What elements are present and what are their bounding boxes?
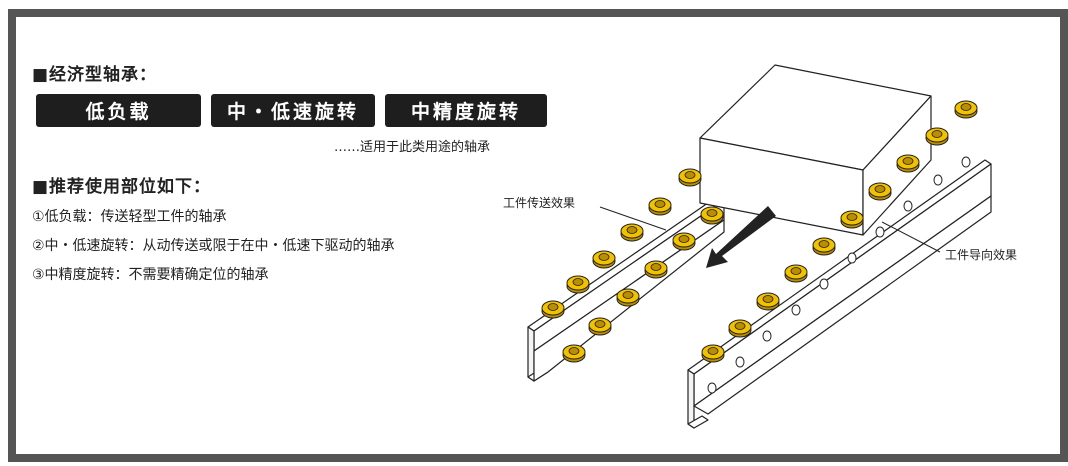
bearing-icon: [954, 100, 978, 119]
bearing-icon: [620, 223, 644, 242]
guide-bolts-group: [707, 156, 971, 394]
bearing-icon: [812, 237, 836, 256]
workpiece-box: [699, 64, 932, 236]
bolt-icon: [903, 200, 913, 212]
bolt-icon: [819, 278, 829, 290]
bearing-icon: [588, 317, 612, 336]
bolt-icon: [707, 382, 717, 394]
bearing-icon: [896, 154, 920, 173]
callout-leader-conveying: [599, 206, 667, 231]
bearing-icon: [616, 288, 640, 307]
bearing-icon: [541, 300, 565, 319]
tags-note: ……适用于此类用途的轴承: [334, 140, 491, 155]
callout-guiding: 工件导向效果: [945, 248, 1018, 262]
bearing-icon: [756, 292, 780, 311]
bearing-icon: [784, 264, 808, 283]
bearing-icon: [700, 206, 724, 225]
callout-conveying: 工件传送效果: [503, 196, 576, 210]
bearing-icon: [648, 197, 672, 216]
bearings-group: [541, 100, 978, 363]
bearing-icon: [592, 250, 616, 269]
bearing-icon: [701, 344, 725, 363]
bearings-heading: ■经济型轴承：: [32, 65, 158, 85]
bearing-icon: [678, 168, 702, 187]
uses-heading: ■推荐使用部位如下：: [32, 177, 212, 197]
callout-leader-guiding: [881, 221, 941, 253]
right-rail: [687, 159, 992, 429]
tag-low-load: 低负载: [36, 94, 201, 127]
bearing-icon: [868, 182, 892, 201]
bearing-icon: [672, 232, 696, 251]
left-rail: [527, 195, 725, 382]
bolt-icon: [762, 330, 772, 342]
bolt-icon: [847, 252, 857, 264]
bolt-icon: [875, 226, 885, 238]
bolt-icon: [735, 356, 745, 368]
tag-mid-low-speed: 中・低速旋转: [211, 94, 375, 127]
bearing-icon: [566, 275, 590, 294]
bearing-icon: [925, 127, 949, 146]
tag-mid-precision: 中精度旋转: [385, 94, 547, 127]
bearing-icon: [728, 319, 752, 338]
direction-arrow: [706, 206, 776, 268]
bolt-icon: [933, 174, 943, 186]
bearing-icon: [562, 344, 586, 363]
bearing-icon: [840, 210, 864, 229]
bearing-icon: [644, 260, 668, 279]
bolt-icon: [791, 304, 801, 316]
use-item-mid-low-speed: ②中・低速旋转：从动传送或限于在中・低速下驱动的轴承: [32, 238, 395, 254]
use-item-low-load: ①低负载：传送轻型工件的轴承: [32, 209, 227, 225]
bolt-icon: [961, 156, 971, 168]
use-item-mid-precision: ③中精度旋转：不需要精确定位的轴承: [32, 267, 269, 283]
